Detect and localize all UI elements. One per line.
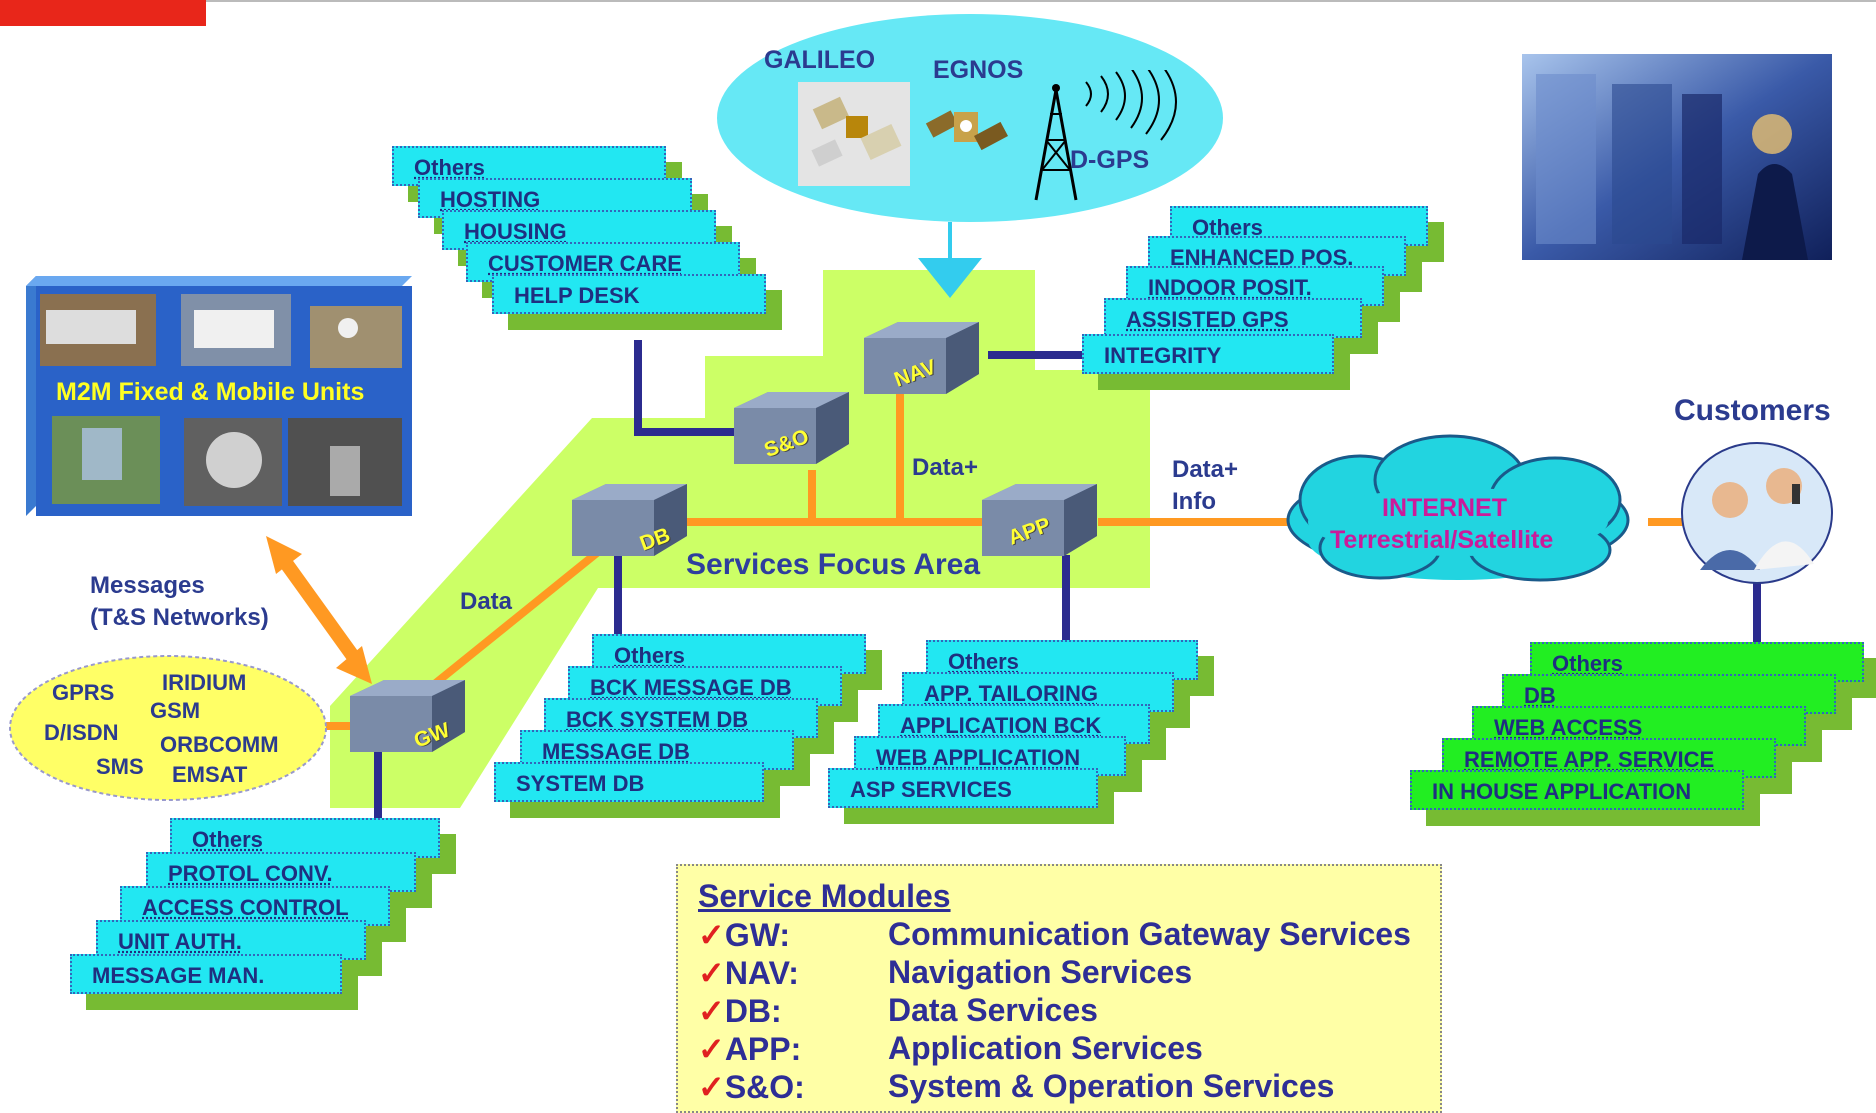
nav-stack-item-3[interactable]: ASSISTED GPS [1104, 298, 1362, 338]
network-emsat: EMSAT [172, 762, 248, 787]
services-focus-area-label: Services Focus Area [686, 548, 981, 581]
check-icon: ✓ [698, 917, 725, 953]
galileo-label: GALILEO [764, 46, 876, 74]
legend-row-so: ✓S&O:System & Operation Services [698, 1068, 1335, 1105]
header-rule [206, 0, 1876, 2]
networks-bubble [9, 655, 327, 801]
legend-title: Service Modules [698, 878, 951, 914]
customers-avatar [1681, 442, 1833, 584]
network-gprs: GPRS [52, 680, 115, 705]
check-icon: ✓ [698, 955, 725, 991]
gw-stack-item-0[interactable]: Others [170, 818, 440, 858]
data-plus-info-label-2: Info [1172, 488, 1216, 515]
db-node[interactable]: DB [572, 484, 687, 556]
legend-row-gw: ✓GW:Communication Gateway Services [698, 916, 1411, 953]
db-stack-item-4[interactable]: SYSTEM DB [494, 762, 764, 802]
legend-row-db: ✓DB:Data Services [698, 992, 1098, 1029]
brand-bar [0, 0, 206, 26]
dgps-antenna-icon [1034, 70, 1177, 201]
dgps-label: D-GPS [1070, 146, 1150, 174]
so-node[interactable]: S&O [734, 392, 849, 464]
ts-networks-label: (T&S Networks) [90, 604, 269, 631]
customers-label: Customers [1674, 394, 1831, 427]
messages-arrow-head-bottom [336, 646, 372, 684]
gw-stack-item-2[interactable]: ACCESS CONTROL [120, 886, 390, 926]
internet-label: INTERNET [1382, 494, 1507, 522]
galileo-satellite-icon [798, 82, 910, 186]
gw-stack-item-1[interactable]: PROTOL CONV. [146, 852, 416, 892]
nav-node[interactable]: NAV [864, 322, 979, 394]
legend-row-app: ✓APP:Application Services [698, 1030, 1203, 1067]
gw-stack-item-4[interactable]: MESSAGE MAN. [70, 954, 342, 994]
network-iridium: IRIDIUM [162, 670, 247, 695]
m2m-title: M2M Fixed & Mobile Units [56, 378, 365, 406]
network-sms: SMS [96, 754, 144, 779]
customer-stack-item-4[interactable]: IN HOUSE APPLICATION [1410, 770, 1744, 810]
legend-row-nav: ✓NAV:Navigation Services [698, 954, 1193, 991]
nav-arrow [918, 222, 982, 298]
messages-label: Messages [90, 572, 205, 599]
internet-cloud [1286, 434, 1630, 582]
data-plus-info-label-1: Data+ [1172, 456, 1239, 483]
check-icon: ✓ [698, 1031, 725, 1067]
terrestrial-satellite-label: Terrestrial/Satellite [1330, 526, 1554, 554]
network-gsm: GSM [150, 698, 201, 723]
nav-stack-item-4[interactable]: INTEGRITY [1082, 334, 1334, 374]
so-stack-item-4[interactable]: HELP DESK [492, 274, 766, 314]
gw-node[interactable]: GW [350, 680, 465, 753]
m2m-panel [26, 276, 412, 516]
messages-arrow-head-top [266, 536, 302, 574]
datacenter-photo [1522, 54, 1832, 260]
service-modules-legend: Service Modules ✓GW:Communication Gatewa… [676, 864, 1442, 1113]
check-icon: ✓ [698, 1069, 725, 1105]
messages-arrow [272, 547, 366, 671]
data-plus-label: Data+ [912, 454, 979, 481]
network-disdn: D/ISDN [44, 720, 119, 745]
egnos-satellite-icon [925, 110, 1008, 151]
data-label: Data [460, 588, 513, 615]
wire-so-stack [634, 340, 742, 436]
gw-stack-item-3[interactable]: UNIT AUTH. [96, 920, 366, 960]
egnos-label: EGNOS [933, 56, 1024, 84]
check-icon: ✓ [698, 993, 725, 1029]
services-focus-area-shape [330, 270, 1150, 808]
app-node[interactable]: APP [982, 484, 1097, 556]
network-orbcomm: ORBCOMM [160, 732, 279, 757]
app-stack-item-4[interactable]: ASP SERVICES [828, 768, 1098, 808]
